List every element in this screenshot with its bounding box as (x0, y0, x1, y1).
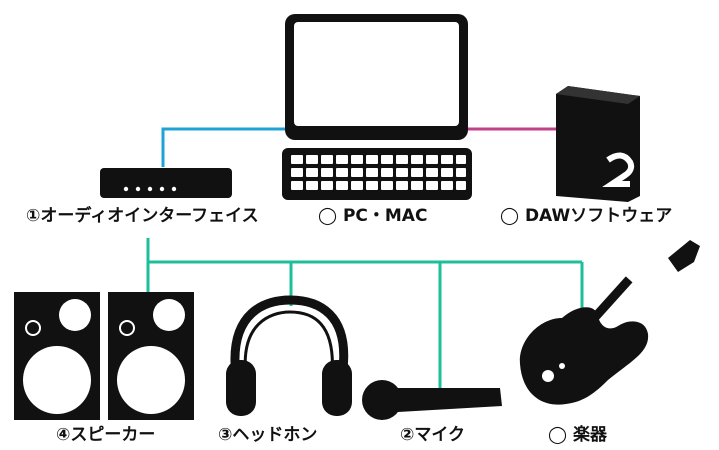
computer-icon (282, 14, 472, 200)
instrument-label: ◯ 楽器 (548, 425, 607, 445)
connection-lines (146, 127, 584, 388)
speaker-right-icon (108, 292, 194, 420)
headphone-label: ③ヘッドホン (218, 425, 318, 445)
daw-software-label: ◯ DAWソフトウェア (500, 206, 673, 226)
audio-interface-icon (100, 168, 232, 198)
pc-to-interface-line (161, 127, 290, 167)
headphones-icon (226, 295, 352, 416)
daw-software-box-icon (556, 86, 640, 202)
pc-mac-label: ◯ PC・MAC (318, 206, 428, 226)
speaker-left-icon (14, 292, 100, 420)
interface-to-devices-line (146, 238, 584, 388)
microphone-icon (362, 380, 502, 420)
audio-interface-label: ①オーディオインターフェイス (26, 206, 259, 226)
microphone-label: ②マイク (400, 425, 466, 445)
speaker-label: ④スピーカー (56, 425, 156, 445)
guitar-icon (519, 240, 700, 405)
